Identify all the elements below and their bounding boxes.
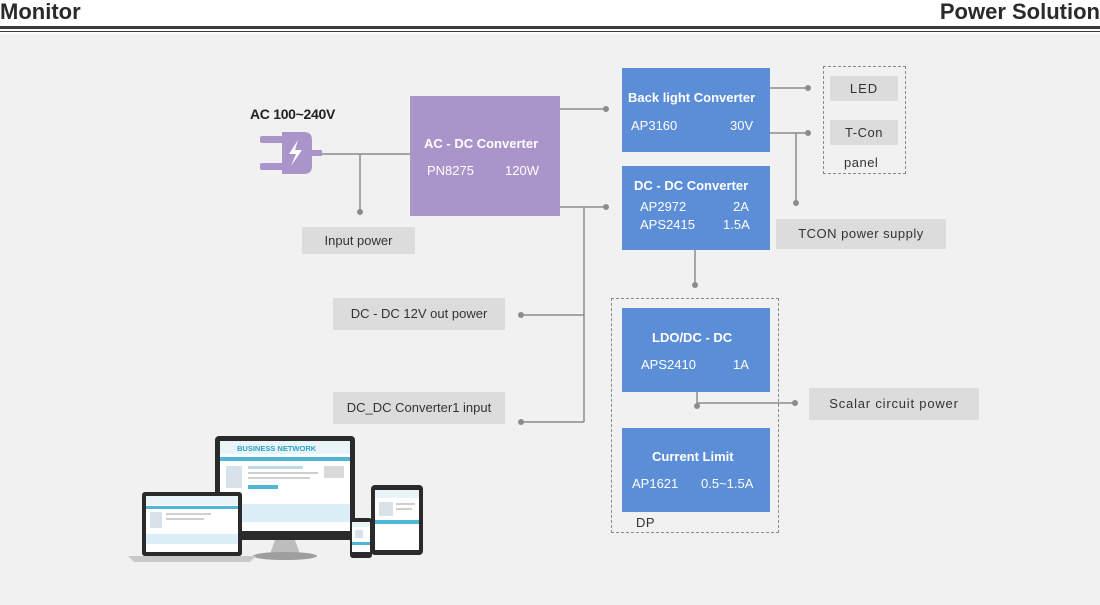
header-left-title: Monitor — [0, 0, 81, 24]
panel-group-outline — [823, 66, 906, 174]
dp-label: DP — [636, 515, 656, 530]
panel-label: panel — [844, 155, 879, 170]
ac-dc-title: AC - DC Converter — [424, 136, 539, 151]
header-rule-thick — [0, 26, 1100, 29]
backlight-title: Back light Converter — [628, 90, 756, 105]
dc-dc-part2: APS2415 — [640, 217, 695, 232]
input-power-box: Input power — [302, 227, 415, 254]
dc-dc-current2: 1.5A — [723, 217, 750, 232]
ac-dc-converter-block: AC - DC Converter PN8275 120W — [410, 96, 560, 216]
devices-logo-text: BUSINESS NETWORK — [237, 444, 317, 453]
backlight-part: AP3160 — [631, 118, 678, 133]
header-right-title: Power Solution — [939, 0, 1100, 24]
dc-dc-converter-block: DC - DC Converter AP2972 2A APS2415 1.5A — [622, 166, 770, 250]
current-limit-title: Current Limit — [652, 449, 734, 464]
tcon-box: T-Con — [830, 120, 898, 145]
dc-dc-part1: AP2972 — [640, 199, 687, 214]
current-limit-range: 0.5~1.5A — [701, 476, 754, 491]
backlight-converter-block: Back light Converter AP3160 30V — [622, 68, 770, 152]
ac-dc-power: 120W — [505, 163, 539, 178]
tcon-power-supply-box: TCON power supply — [776, 219, 946, 249]
ldo-part: APS2410 — [641, 357, 696, 372]
ldo-title: LDO/DC - DC — [652, 330, 733, 345]
dc12v-out-power-box: DC - DC 12V out power — [333, 298, 505, 330]
dp-group-outline — [611, 298, 779, 533]
current-limit-part: AP1621 — [632, 476, 679, 491]
dc-converter1-input-box: DC_DC Converter1 input — [333, 392, 505, 424]
backlight-voltage: 30V — [730, 118, 754, 133]
dc-dc-title: DC - DC Converter — [634, 178, 749, 193]
ac-dc-part: PN8275 — [427, 163, 474, 178]
ldo-current: 1A — [733, 357, 749, 372]
header-rule-thin — [0, 31, 1100, 32]
dc-dc-current1: 2A — [733, 199, 749, 214]
ldo-dc-dc-block: LDO/DC - DC APS2410 1A — [622, 308, 770, 392]
ac-input-label: AC 100~240V — [250, 106, 336, 122]
led-box: LED — [830, 76, 898, 101]
plug-icon — [260, 132, 322, 174]
scalar-circuit-power-box: Scalar circuit power — [809, 388, 979, 420]
responsive-devices-illustration: BUSINESS NETWORK — [128, 436, 423, 562]
current-limit-block: Current Limit AP1621 0.5~1.5A — [622, 428, 770, 512]
